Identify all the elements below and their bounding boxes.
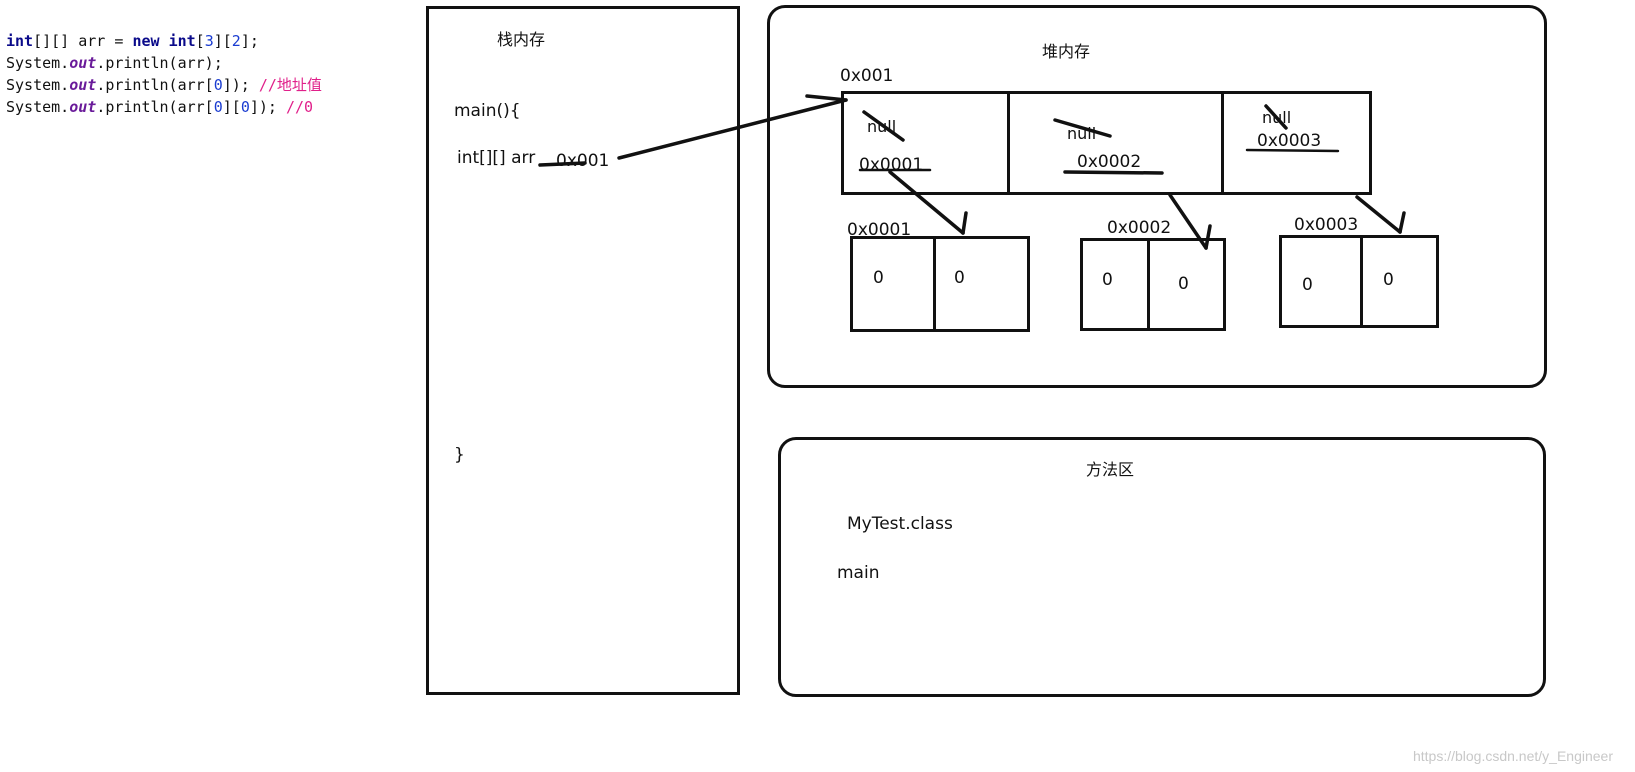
inner-array	[850, 236, 1030, 332]
arr-variable-declaration: int[][] arr	[457, 148, 536, 168]
inner-array-address: 0x0001	[847, 220, 912, 240]
method-area-region	[778, 437, 1546, 697]
keyword-int: int	[6, 32, 34, 50]
code-text: System.	[6, 98, 70, 116]
inner-array	[1279, 235, 1439, 328]
inner-array-divider	[1360, 235, 1363, 328]
code-text: .println(arr[	[96, 98, 214, 116]
outer-array	[841, 91, 1372, 195]
stack-memory-region	[426, 6, 740, 695]
code-text: System.	[6, 76, 70, 94]
keyword-new: new	[132, 32, 160, 50]
code-text: ]);	[222, 76, 259, 94]
pointer-arrow-head	[805, 94, 848, 102]
inner-array	[1080, 238, 1226, 331]
inner-array-element: 0	[954, 268, 965, 288]
inner-array-element: 0	[1383, 270, 1394, 290]
number-literal: 0	[240, 98, 250, 116]
pointer-arrow-cell-2	[1355, 195, 1402, 234]
field-out: out	[69, 54, 97, 72]
inner-array-address: 0x0003	[1294, 215, 1359, 235]
number-literal: 3	[204, 32, 214, 50]
watermark: https://blog.csdn.net/y_Engineer	[1412, 748, 1613, 764]
method-area-title: 方法区	[1086, 460, 1135, 479]
pointer-arrow-stack-to-heap	[617, 98, 848, 160]
code-text: ]);	[249, 98, 286, 116]
stack-memory-title: 栈内存	[497, 30, 546, 49]
inner-array-address: 0x0002	[1107, 218, 1172, 238]
heap-memory-title: 堆内存	[1042, 42, 1091, 61]
code-text: ][	[222, 98, 241, 116]
code-text: System.	[6, 54, 70, 72]
pointer-arrow-head	[1398, 211, 1406, 234]
null-strike	[1264, 104, 1288, 130]
inner-array-element: 0	[873, 268, 884, 288]
arr-variable-value: 0x001	[556, 151, 610, 171]
outer-array-address: 0x001	[840, 66, 894, 86]
keyword-int: int	[168, 32, 196, 50]
code-comment: //地址值	[258, 76, 322, 94]
main-method-close: }	[454, 445, 465, 465]
null-strike	[862, 110, 905, 142]
outer-cell-value: 0x0002	[1077, 152, 1142, 172]
outer-cell-value: 0x0003	[1257, 131, 1322, 151]
pointer-arrow-head	[961, 211, 968, 235]
field-out: out	[69, 98, 97, 116]
number-literal: 0	[213, 98, 223, 116]
number-literal: 0	[213, 76, 223, 94]
field-out: out	[69, 76, 97, 94]
outer-array-divider	[1007, 91, 1010, 195]
code-text: [][] arr =	[33, 32, 133, 50]
inner-array-element: 0	[1102, 270, 1113, 290]
code-comment: //0	[285, 98, 314, 116]
code-text: .println(arr[	[96, 76, 214, 94]
code-text: .println(arr);	[96, 54, 223, 72]
pointer-arrow-cell-0	[888, 170, 965, 235]
pointer-arrow-cell-1	[1168, 193, 1208, 250]
code-snippet: int[][] arr = new int[3][2]; System.out.…	[6, 32, 322, 116]
method-area-item-class: MyTest.class	[847, 514, 953, 534]
heap-memory-region	[767, 5, 1547, 388]
method-area-item-main: main	[837, 563, 880, 583]
outer-cell-underline	[1063, 170, 1164, 175]
inner-array-divider	[933, 236, 936, 332]
null-strike	[1053, 118, 1112, 138]
inner-array-element: 0	[1178, 274, 1189, 294]
outer-cell-underline	[1245, 148, 1340, 153]
number-literal: 2	[231, 32, 241, 50]
inner-array-divider	[1147, 238, 1150, 331]
outer-array-divider	[1221, 91, 1224, 195]
arr-value-underline	[538, 161, 587, 167]
main-method-open: main(){	[454, 101, 521, 121]
pointer-arrow-head	[1204, 224, 1212, 250]
inner-array-element: 0	[1302, 275, 1313, 295]
